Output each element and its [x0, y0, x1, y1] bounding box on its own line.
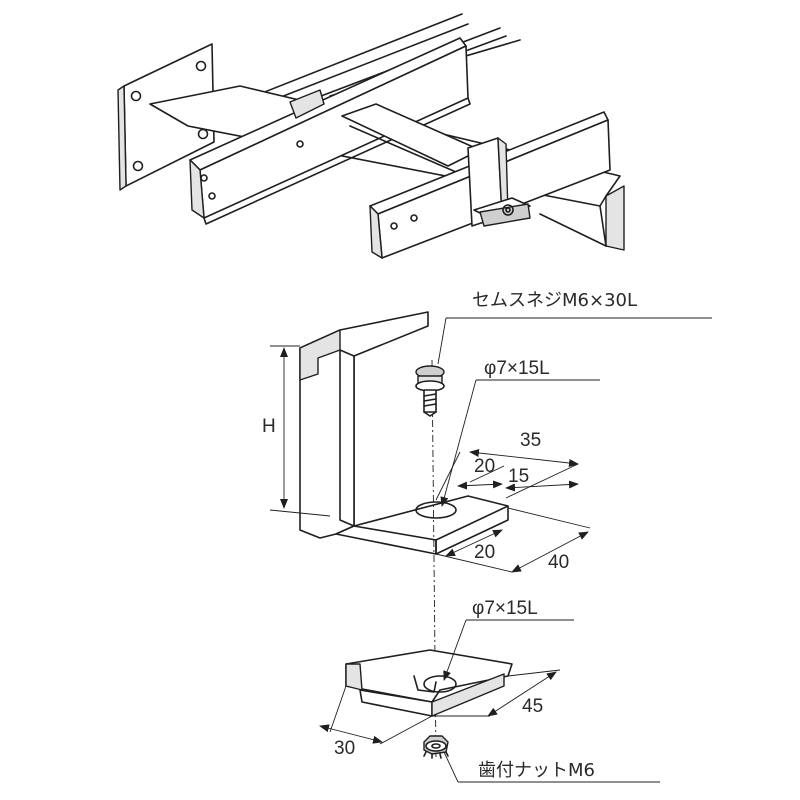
hanger-bracket-installed — [467, 137, 531, 227]
dim-45-label: 45 — [522, 696, 543, 717]
dim-20-upper-label: 20 — [474, 456, 495, 477]
bracket-slot — [415, 501, 457, 519]
nut-callout: 歯付ナットM6 — [478, 760, 595, 781]
toothed-nut — [423, 735, 449, 759]
installation-view — [117, 13, 625, 259]
sems-screw — [415, 365, 445, 417]
base-plate-slot — [423, 675, 457, 693]
dim-20-lower-label: 20 — [474, 542, 495, 563]
dim-40-label: 40 — [548, 552, 569, 573]
slot-callout-top: φ7×15L — [484, 358, 550, 379]
dim-35-label: 35 — [520, 430, 541, 451]
bracket-detail: H 35 20 15 20 40 — [262, 311, 591, 573]
ladder-rail-left — [189, 37, 471, 225]
dim-height-label: H — [262, 416, 276, 437]
rail-joint-clamp — [289, 89, 325, 119]
dim-30-label: 30 — [334, 738, 355, 759]
dim-15-label: 15 — [508, 466, 529, 487]
base-plate: 45 30 — [319, 649, 561, 759]
slot-callout-bottom: φ7×15L — [472, 598, 538, 619]
screw-callout: セムスネジM6×30L — [472, 290, 637, 311]
